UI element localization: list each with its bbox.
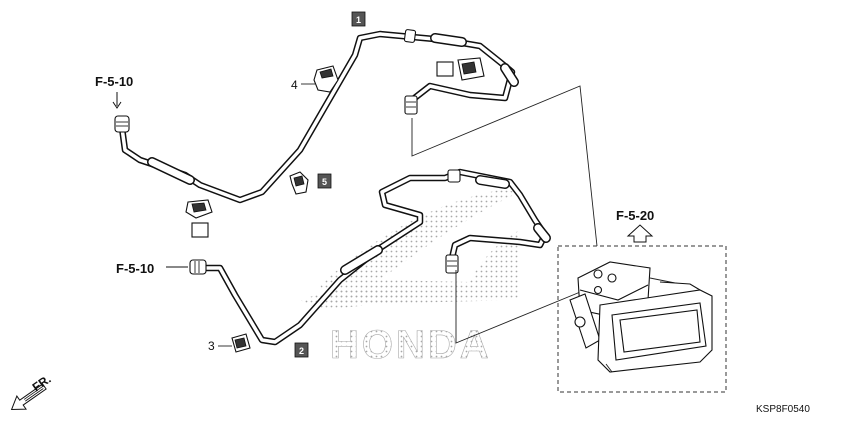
pipe-clamp-icon [313, 65, 339, 93]
figure-code: KSP8F0540 [756, 404, 810, 415]
callout-number-3: 3 [208, 339, 215, 353]
pipe-joint-clamp-icon [457, 57, 485, 81]
callout-box-1 [351, 11, 366, 27]
callout-number-2: 2 [299, 346, 304, 356]
ref-label-f520: F-5-20 [616, 208, 654, 223]
abs-modulator-icon [569, 261, 713, 373]
bracket-clip-icon [185, 199, 213, 219]
callout-empty-box [436, 61, 454, 77]
watermark-text: HONDA [330, 323, 492, 367]
ref-label-f510-top: F-5-10 [95, 74, 133, 89]
small-clip-icon [231, 333, 251, 353]
abs-modulator-frame [557, 245, 727, 393]
callout-number-4: 4 [291, 78, 298, 92]
leader-lines [218, 83, 598, 347]
ref-label-f510-mid: F-5-10 [116, 261, 154, 276]
arrow-down-icon [112, 92, 122, 109]
arrow-down-left-icon [10, 383, 47, 410]
honda-wing-watermark: HONDA [300, 190, 520, 367]
brake-pipe-upper [114, 29, 519, 204]
brake-pipe-lower [189, 168, 551, 346]
hose-clip-icon [289, 171, 309, 195]
callout-number-1: 1 [356, 15, 361, 25]
callout-box-5 [317, 173, 332, 189]
callout-box-2 [294, 342, 309, 358]
callout-number-5: 5 [322, 177, 327, 187]
arrow-up-icon [626, 224, 654, 243]
callout-empty-box [191, 222, 209, 238]
